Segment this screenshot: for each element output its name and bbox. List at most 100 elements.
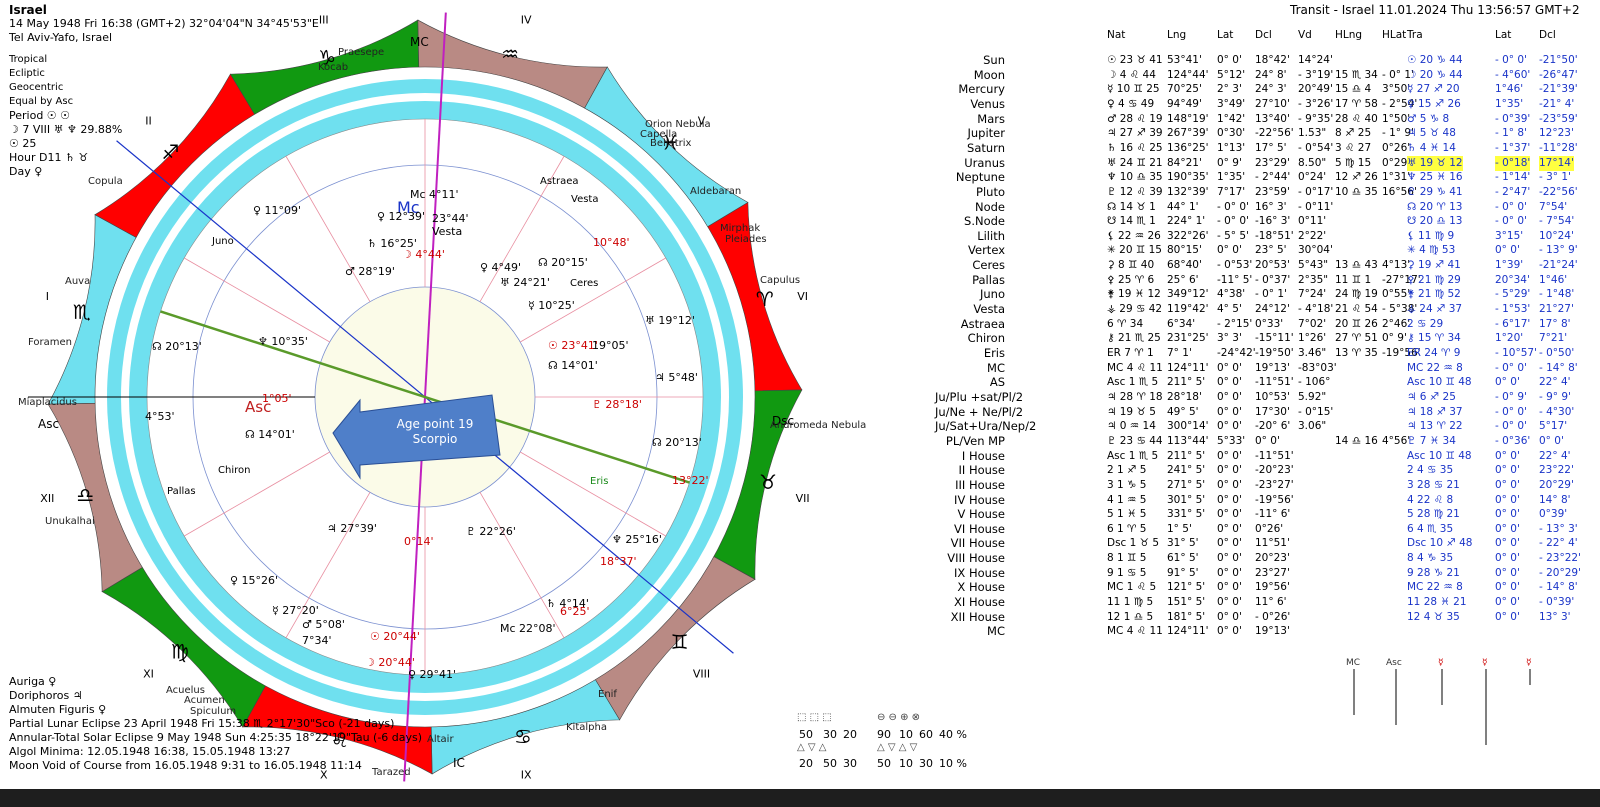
house-number-IV: IV [521, 13, 532, 26]
cell-lng: 28°18' [1167, 390, 1202, 403]
sign-glyph-4: ♋ [514, 725, 532, 749]
quality-icons: ⬚ ⬚ ⬚ [797, 712, 832, 723]
balance-bottom-1: 20 [799, 757, 813, 770]
cell-dcl: - 0°37' [1255, 273, 1291, 286]
sign-glyph-8: ♏ [73, 300, 91, 324]
cell-nat: Asc 1 ♏ 5 [1107, 376, 1159, 389]
row-name: Vertex [968, 243, 1005, 258]
cell-tdcl: 14° 8' [1539, 493, 1571, 506]
house-number-I: I [46, 290, 49, 303]
cell-tlat: - 0° 0' [1495, 361, 1527, 374]
cell-dcl: - 2°44' [1255, 171, 1291, 184]
row-name: Ceres [972, 258, 1005, 273]
cell-tra: ⚴ 21 ♍ 29 [1407, 273, 1461, 286]
row-name: Juno [979, 287, 1005, 302]
fixed-star-pleiades: Pleiades [725, 234, 767, 245]
cell-vd: 8.50" [1298, 156, 1327, 169]
cell-lat: 0° 9' [1217, 156, 1242, 169]
mini-glyph-1: ☿ [1438, 658, 1444, 668]
house-number-II: II [145, 115, 152, 128]
cell-tra: ☿ 27 ♐ 20 [1407, 83, 1460, 96]
natal-position-24: ♇ 22°26' [466, 525, 516, 538]
element-icons: △ ▽ △ [797, 742, 827, 753]
row-name: Jupiter [967, 126, 1006, 141]
cell-tlat: - 0°18' [1495, 155, 1531, 171]
cell-hlng: 15 ♏ 34 [1335, 68, 1378, 81]
cell-hlat: 0°26' [1382, 141, 1411, 154]
cell-hlng: 21 ♌ 54 [1335, 303, 1378, 316]
cell-lat: 0° 0' [1217, 449, 1242, 462]
cell-lng: 124°44' [1167, 68, 1209, 81]
fixed-star-aldebaran: Aldebaran [690, 186, 741, 197]
cell-tra: ☊ 20 ♈ 13 [1407, 200, 1463, 213]
fixed-star-kitalpha: Kitalpha [566, 722, 607, 733]
cell-lng: 224° 1' [1167, 215, 1206, 228]
cell-tlat: - 1° 8' [1495, 127, 1527, 140]
cell-tlat: 1°39' [1495, 259, 1524, 272]
cell-hlng: 27 ♈ 51 [1335, 332, 1378, 345]
cell-dcl: -20° 6' [1255, 420, 1291, 433]
cell-nat: ⚸ 22 ♒ 26 [1107, 229, 1161, 242]
cell-hlng: 24 ♍ 19 [1335, 288, 1378, 301]
cell-hlng: 11 ♊ 1 [1335, 273, 1372, 286]
cell-hlng: 20 ♊ 26 [1335, 317, 1378, 330]
natal-position-40: 1°05' [262, 392, 292, 405]
balance-right-top-1: 90 [877, 728, 891, 741]
fixed-star-miaplacidus: Miaplacidus [18, 397, 77, 408]
cell-tra: MC 22 ♒ 8 [1407, 361, 1463, 374]
cell-vd: 7°02' [1298, 317, 1327, 330]
cell-tlat: - 1°14' [1495, 171, 1531, 184]
cell-dcl: 18°42' [1255, 54, 1290, 66]
solar-eclipse: Annular-Total Solar Eclipse 9 May 1948 S… [9, 731, 423, 744]
cell-vd: 14°24' [1298, 54, 1333, 66]
cell-vd: 0°24' [1298, 171, 1327, 184]
natal-position-8: ♀ 4°49' [480, 261, 521, 274]
fixed-star-altair: Altair [427, 734, 454, 745]
balance-right-bottom-3: 30 [919, 757, 933, 770]
cell-nat: MC 4 ♌ 11 [1107, 361, 1163, 374]
cell-nat: 6 1 ♈ 5 [1107, 522, 1147, 535]
cell-hlat: 1°50' [1382, 112, 1411, 125]
cell-tdcl: -21°50' [1539, 54, 1578, 66]
cell-vd: 0°11' [1298, 215, 1327, 228]
mc-inner-label: Mc [397, 198, 420, 217]
cell-lat: 0° 0' [1217, 566, 1242, 579]
cell-tdcl: - 0°39' [1539, 596, 1575, 609]
row-name: XII House [950, 609, 1005, 624]
cell-tdcl: - 4°30' [1539, 405, 1575, 418]
cell-tdcl: -21°39' [1539, 83, 1578, 96]
cell-dcl: -19°56' [1255, 493, 1294, 506]
cell-lat: 1°42' [1217, 112, 1246, 125]
cell-vd: 3.46" [1298, 347, 1327, 359]
table-header-dcl: Dcl [1255, 29, 1272, 41]
cell-tra: ♇ 29 ♑ 41 [1407, 185, 1463, 198]
natal-position-37: Mc 22°08' [500, 622, 556, 635]
cell-vd: - 0°11' [1298, 200, 1334, 213]
sign-glyph-3: ♊ [671, 630, 689, 654]
fixed-star-mirphak: Mirphak [720, 223, 760, 234]
cell-hlng: 8 ♐ 25 [1335, 127, 1372, 140]
natal-position-35: ♄ 4°14' [546, 597, 589, 610]
row-name: Lilith [977, 228, 1005, 243]
cell-dcl: 11° 6' [1255, 596, 1287, 609]
cell-tdcl: - 20°29' [1539, 566, 1581, 579]
cell-lng: 119°42' [1167, 303, 1209, 316]
cell-tra: ⚳ 19 ♐ 41 [1407, 259, 1461, 272]
age-point-arrow [332, 394, 501, 480]
cell-lat: - 0° 0' [1217, 215, 1249, 228]
cell-vd: - 0°17' [1298, 185, 1334, 198]
cell-hlat: - 5°38' [1382, 303, 1418, 316]
cell-tdcl: 7°21' [1539, 332, 1568, 345]
cell-lat: 0° 0' [1217, 405, 1242, 418]
cell-dcl: -19°50' [1255, 347, 1294, 359]
cell-tlat: 0° 0' [1495, 522, 1520, 535]
table-header-tlat: Lat [1495, 29, 1512, 41]
cell-nat: ♃ 27 ♐ 39 [1107, 127, 1163, 140]
cell-lng: 70°25' [1167, 83, 1202, 96]
cell-lat: 0° 0' [1217, 54, 1242, 66]
